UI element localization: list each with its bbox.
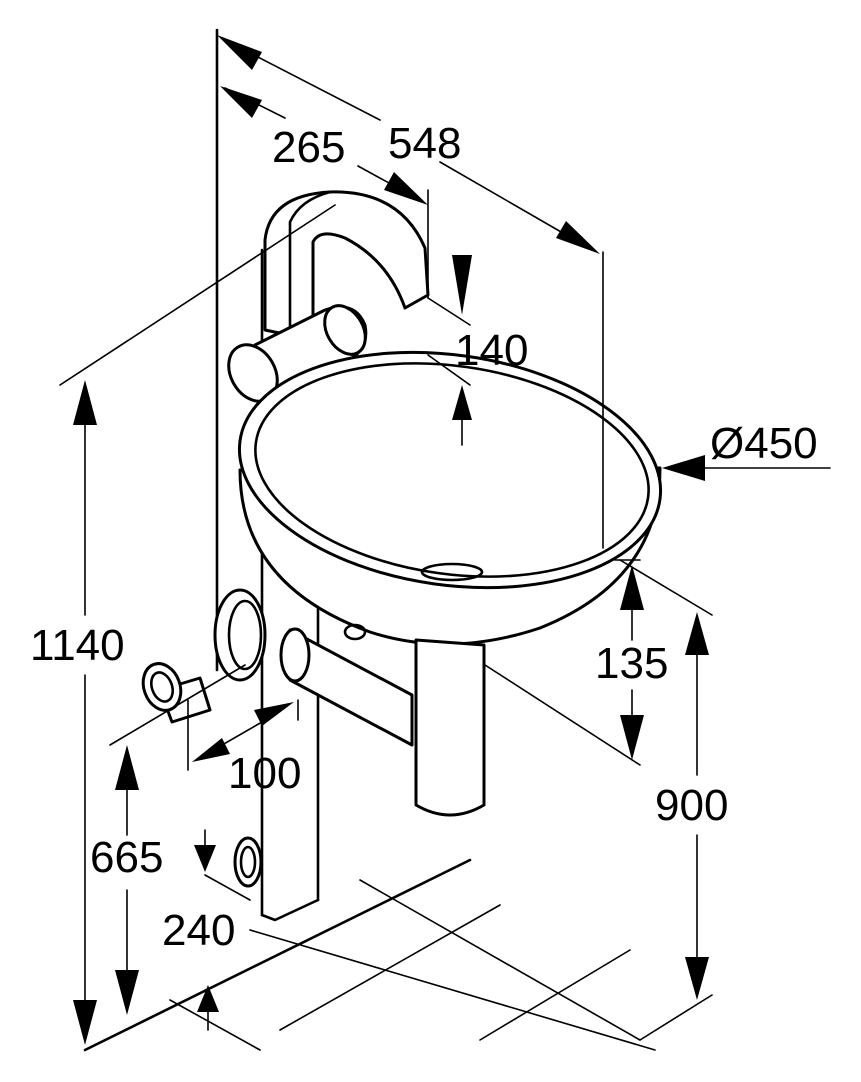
dim-floor-offset-label: 240 [162,906,235,955]
dim-total-height-label: 1140 [30,621,125,670]
mixer-handle [227,304,368,403]
dimension-lines [59,35,831,1045]
dim-spout-reach-label: 265 [272,123,345,172]
floor-grid [83,858,656,1052]
dim-outlet-height-label: 665 [90,833,163,882]
dim-bowl-diameter-label: Ø450 [710,419,818,468]
faucet-spout [263,190,430,342]
dim-bracket-offset-label: 100 [228,749,301,798]
dim-spout-height-label: 140 [455,326,528,375]
support-arm [279,623,486,817]
dim-rim-height-label: 900 [655,781,728,830]
dim-total-width-label: 548 [388,119,461,168]
dim-bowl-depth-label: 135 [595,639,668,688]
basin-bowl [237,350,663,646]
